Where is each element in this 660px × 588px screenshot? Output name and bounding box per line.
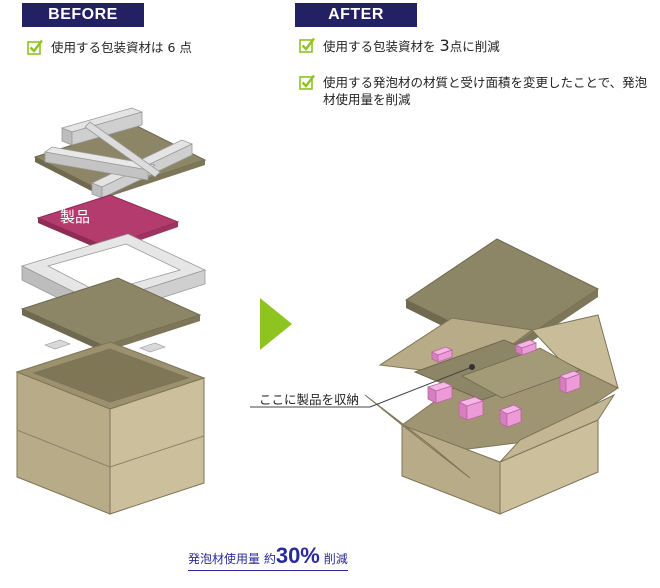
before-bullet-text: 使用する包装資材は 6 点: [51, 40, 192, 55]
after-inner-tray: [413, 339, 581, 401]
after-bullet-2-text: 使用する発泡材の材質と受け面積を変更したことで、発泡材使用量を削減: [323, 75, 648, 107]
reduction-summary: 発泡材使用量 約30% 削減: [188, 545, 348, 571]
before-lower-tray: [20, 277, 202, 368]
storage-callout: ここに製品を収納: [259, 392, 360, 407]
before-bullet: 使用する包装資材は 6 点: [27, 39, 287, 59]
after-cushions: [426, 339, 582, 428]
checkbox-check-icon: [299, 37, 315, 53]
after-badge: AFTER: [295, 3, 417, 27]
callout-leader: [250, 364, 475, 408]
before-badge: BEFORE: [22, 3, 144, 27]
product-label: 製品: [60, 208, 91, 226]
after-bullet-2: 使用する発泡材の材質と受け面積を変更したことで、発泡材使用量を削減: [299, 74, 654, 112]
checkbox-check-icon: [27, 39, 43, 55]
after-bullet-1-text: 使用する包装資材を 3点に削減: [323, 36, 500, 55]
arrow-right-icon: [260, 298, 292, 350]
after-box: [364, 314, 620, 515]
before-top-frame: [43, 107, 193, 199]
after-bullet-1: 使用する包装資材を 3点に削減: [299, 37, 629, 57]
checkbox-check-icon: [299, 74, 315, 90]
before-box: [15, 341, 206, 515]
reduction-percent: 30%: [275, 543, 320, 568]
